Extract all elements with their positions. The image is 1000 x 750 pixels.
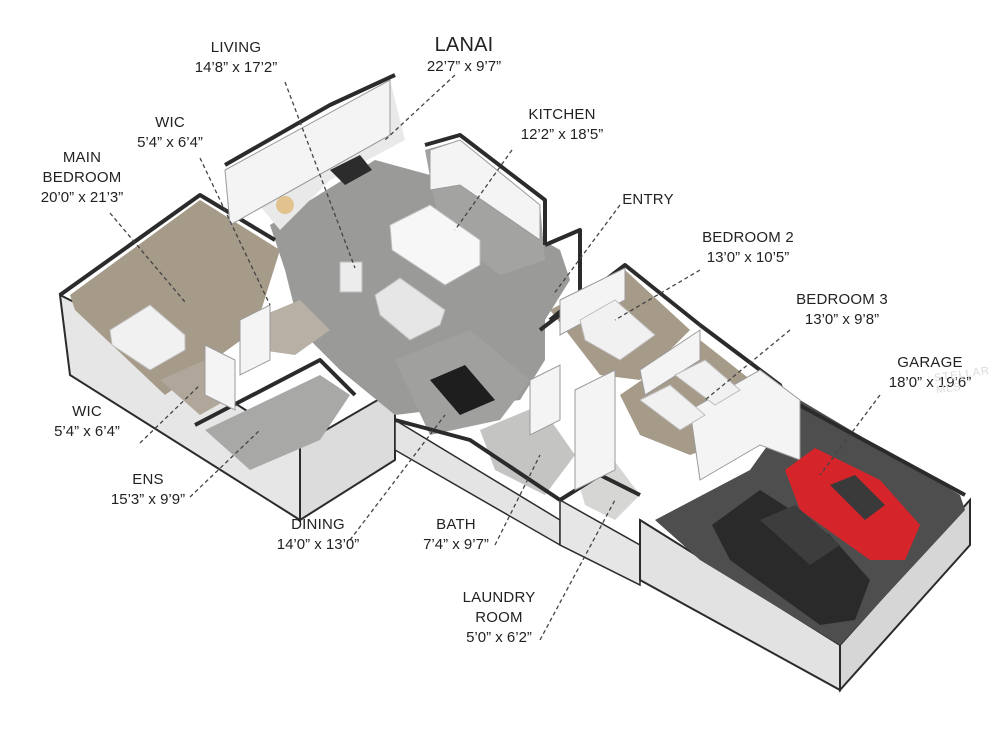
kitchen-island xyxy=(389,204,481,286)
sofa xyxy=(374,277,446,341)
label-bath: BATH 7’4” x 9’7” xyxy=(423,515,489,555)
kitchen-name: KITCHEN xyxy=(528,106,596,123)
garage-walls xyxy=(789,398,966,497)
kitchen-wall xyxy=(424,133,547,245)
wic1-name: WIC xyxy=(155,114,185,131)
kitchen-dims: 12’2” x 18’5” xyxy=(520,126,604,143)
label-living: LIVING 14’8” x 17’2” xyxy=(195,38,278,78)
leader-bath xyxy=(494,454,541,546)
lanai-dims: 22’7” x 9’7” xyxy=(426,58,502,75)
bedroom3-bed-1 xyxy=(639,384,706,431)
bedroom2-bed xyxy=(579,299,656,361)
label-garage: GARAGE 18’0” x 19’6” xyxy=(889,353,972,393)
wic2-name: WIC xyxy=(72,403,102,420)
label-bedroom-2: BEDROOM 2 13’0” x 10’5” xyxy=(702,228,794,268)
dining-wall xyxy=(394,418,562,502)
interior-walls xyxy=(204,79,801,491)
bedroom3-name: BEDROOM 3 xyxy=(796,291,888,308)
leader-laundry xyxy=(539,499,616,641)
armchair xyxy=(339,261,363,293)
closet-partition xyxy=(574,369,616,491)
wic-partition xyxy=(204,344,236,411)
lanai-round-table xyxy=(276,196,294,214)
garage-name: GARAGE xyxy=(897,354,963,371)
wic1-dims: 5’4” x 6’4” xyxy=(137,134,203,151)
leader-entry xyxy=(552,204,621,296)
main-dims: 20’0” x 21’3” xyxy=(40,189,124,206)
wic2-dims: 5’4” x 6’4” xyxy=(54,423,120,440)
label-lanai: LANAI 22’7” x 9’7” xyxy=(427,33,501,77)
entry-name: ENTRY xyxy=(622,191,674,208)
lanai-walls xyxy=(224,73,396,167)
bedroom2-name: BEDROOM 2 xyxy=(702,229,794,246)
label-wic-2: WIC 5’4” x 6’4” xyxy=(54,402,120,442)
living-dims: 14’8” x 17’2” xyxy=(194,59,278,76)
label-entry: ENTRY xyxy=(622,190,674,210)
bath-partition xyxy=(529,364,561,436)
cars xyxy=(712,448,920,625)
main-name-2: BEDROOM xyxy=(42,169,122,186)
ens-dims: 15’3” x 9’9” xyxy=(110,491,186,508)
red-car-top xyxy=(830,475,885,520)
leader-bedroom3 xyxy=(704,329,791,401)
leader-kitchen xyxy=(454,149,513,231)
dining-table xyxy=(430,365,495,415)
laundry-side-wall xyxy=(559,498,641,587)
bedroom3-dims: 13’0” x 9’8” xyxy=(804,311,880,328)
leader-living xyxy=(284,81,356,269)
bath-dims: 7’4” x 9’7” xyxy=(423,536,489,553)
laundry-name-2: ROOM xyxy=(475,609,523,626)
leader-bedroom2 xyxy=(614,269,701,321)
bedroom3-bed-2 xyxy=(674,359,741,406)
laundry-name-1: LAUNDRY xyxy=(462,589,536,606)
bedroom2-dims: 13’0” x 10’5” xyxy=(706,249,790,266)
label-kitchen: KITCHEN 12’2” x 18’5” xyxy=(521,105,604,145)
main-bed xyxy=(109,304,186,371)
ens-walls xyxy=(194,358,357,427)
leader-ens xyxy=(189,429,261,498)
ens-name: ENS xyxy=(132,471,164,488)
label-dining: DINING 14’0” x 13’0” xyxy=(277,515,360,555)
living-name: LIVING xyxy=(210,39,262,56)
lanai-back-wall xyxy=(224,79,391,226)
label-laundry-room: LAUNDRY ROOM 5’0” x 6’2” xyxy=(463,588,536,648)
black-suv xyxy=(712,490,870,625)
main-bedroom-walls xyxy=(58,193,277,297)
leader-main xyxy=(109,212,186,303)
label-main-bedroom: MAIN BEDROOM 20’0” x 21’3” xyxy=(41,148,124,208)
label-bedroom-3: BEDROOM 3 13’0” x 9’8” xyxy=(796,290,888,330)
bedroom2-back-wall xyxy=(559,267,626,336)
lanai-name: LANAI xyxy=(434,34,494,56)
black-suv-roof xyxy=(760,505,840,565)
leader-garage xyxy=(819,394,881,476)
bath-floor xyxy=(480,405,575,495)
main-name-1: MAIN xyxy=(62,149,102,166)
leader-wic1 xyxy=(199,157,271,306)
label-wic-1: WIC 5’4” x 6’4” xyxy=(137,113,203,153)
kitchen-back-wall xyxy=(429,139,541,241)
leader-lines xyxy=(109,74,881,641)
bath-name: BATH xyxy=(436,516,476,533)
dining-name: DINING xyxy=(291,516,345,533)
front-side-wall xyxy=(299,388,396,522)
leader-dining xyxy=(349,414,446,541)
garage-dims: 18’0” x 19’6” xyxy=(888,374,972,391)
ens-partition xyxy=(239,304,271,376)
label-ens: ENS 15’3” x 9’9” xyxy=(111,470,185,510)
bedroom3-back-wall xyxy=(639,329,701,396)
lanai-table xyxy=(330,155,372,185)
laundry-dims: 5’0” x 6’2” xyxy=(466,629,532,646)
furniture xyxy=(109,155,741,431)
dining-dims: 14’0” x 13’0” xyxy=(276,536,360,553)
leader-lanai xyxy=(384,74,456,141)
ens-floor xyxy=(205,375,350,470)
